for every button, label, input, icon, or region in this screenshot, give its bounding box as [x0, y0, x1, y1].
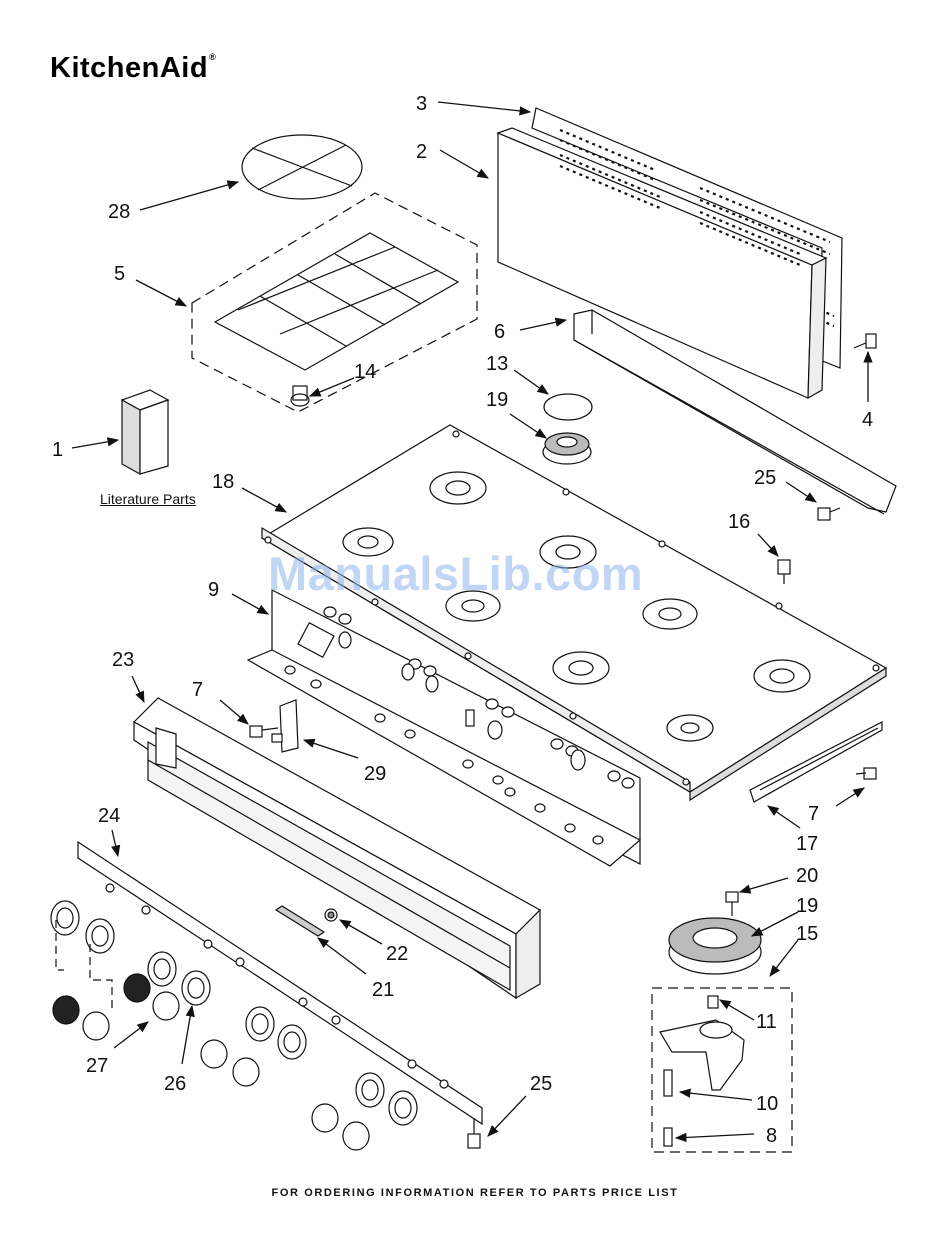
- callout-2: 2: [416, 141, 427, 163]
- part-21-badge: [276, 906, 324, 936]
- part-16-screw: [778, 560, 790, 584]
- part-25-screw-lower: [468, 1118, 480, 1148]
- callout-5: 5: [114, 263, 125, 285]
- part-13-burner-cap: [544, 394, 592, 420]
- callout-4: 4: [862, 409, 873, 431]
- callout-7-right: 7: [808, 803, 819, 825]
- callout-13: 13: [486, 353, 508, 375]
- part-26-knob-bezels: [51, 901, 417, 1125]
- part-5-burner-grates: [192, 193, 477, 412]
- part-28-round-mat: [242, 135, 362, 199]
- part-1-literature-book: [122, 390, 168, 474]
- literature-parts-label: Literature Parts: [100, 491, 196, 507]
- footer-note: FOR ORDERING INFORMATION REFER TO PARTS …: [0, 1187, 950, 1199]
- callout-25-bottom: 25: [530, 1073, 552, 1095]
- callout-17: 17: [796, 833, 818, 855]
- callout-19-bottom: 19: [796, 895, 818, 917]
- callout-20: 20: [796, 865, 818, 887]
- part-19-burner-base: [669, 918, 761, 974]
- callout-10: 10: [756, 1093, 778, 1115]
- callout-29: 29: [364, 763, 386, 785]
- part-27-control-knobs: [53, 920, 369, 1150]
- part-22-indicator: [325, 909, 337, 921]
- part-4-screw: [854, 334, 876, 348]
- callout-28: 28: [108, 201, 130, 223]
- callout-6: 6: [494, 321, 505, 343]
- callout-26: 26: [164, 1073, 186, 1095]
- callout-22: 22: [386, 943, 408, 965]
- callout-23: 23: [112, 649, 134, 671]
- part-19-burner-head: [543, 433, 591, 464]
- part-20-screw: [726, 892, 738, 916]
- callout-15: 15: [796, 923, 818, 945]
- part-25-screw-upper: [818, 508, 840, 520]
- part-7-screw-right: [856, 768, 876, 779]
- callout-25-top: 25: [754, 467, 776, 489]
- callout-19-top: 19: [486, 389, 508, 411]
- callout-24: 24: [98, 805, 120, 827]
- callout-7-left: 7: [192, 679, 203, 701]
- callout-18: 18: [212, 471, 234, 493]
- callout-3: 3: [416, 93, 427, 115]
- watermark: ManualsLib.com: [268, 546, 643, 601]
- callout-1: 1: [52, 439, 63, 461]
- callout-27: 27: [86, 1055, 108, 1077]
- part-29-bracket: [272, 700, 298, 752]
- callout-9: 9: [208, 579, 219, 601]
- callout-8: 8: [766, 1125, 777, 1147]
- callout-21: 21: [372, 979, 394, 1001]
- callout-16: 16: [728, 511, 750, 533]
- callout-14: 14: [354, 361, 376, 383]
- callout-11: 11: [756, 1011, 777, 1033]
